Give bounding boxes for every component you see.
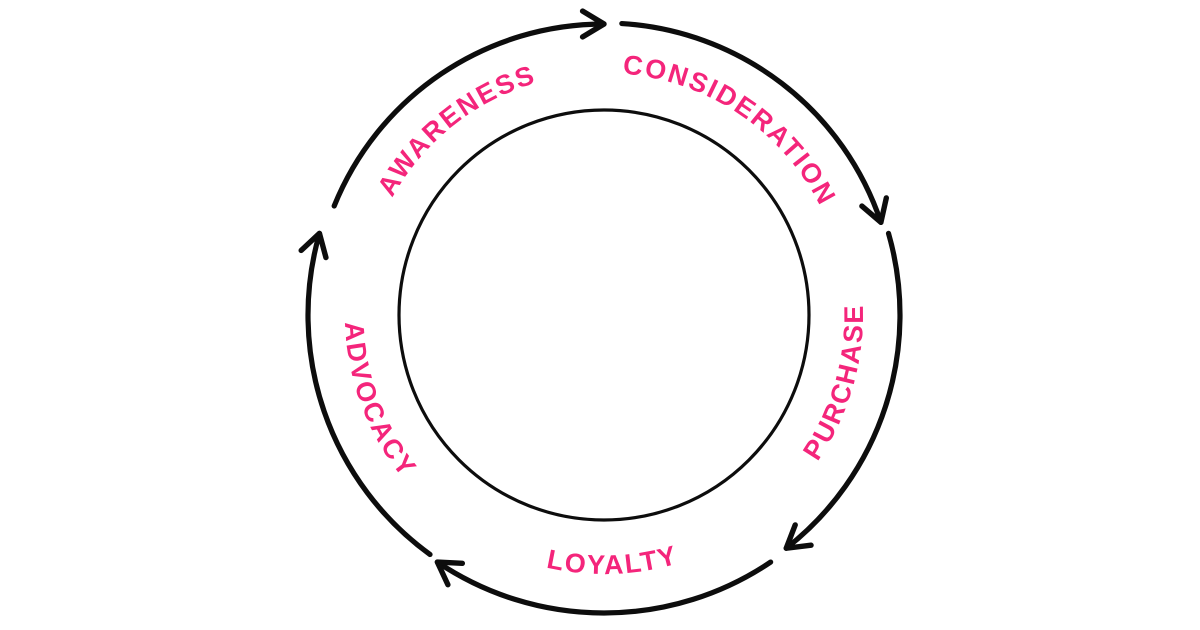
arrowhead-awareness-icon bbox=[579, 8, 607, 40]
stage-label-text-loyalty: LOYALTY bbox=[545, 540, 680, 581]
stage-label-text-advocacy: ADVOCACY bbox=[339, 321, 421, 483]
stage-label-consideration: CONSIDERATION bbox=[622, 50, 843, 211]
stage-arc-awareness bbox=[331, 21, 607, 209]
stage-arc-purchase bbox=[783, 230, 903, 551]
inner-circle bbox=[397, 108, 811, 522]
arrowhead-consideration-icon bbox=[859, 195, 890, 226]
arrowhead-advocacy-icon bbox=[298, 230, 329, 261]
stage-label-advocacy: ADVOCACY bbox=[339, 321, 423, 483]
stage-arc-consideration bbox=[619, 20, 884, 225]
arrowhead-purchase-icon bbox=[783, 522, 814, 551]
stage-label-loyalty: LOYALTY bbox=[545, 540, 682, 581]
arrowhead-loyalty-icon bbox=[434, 559, 466, 588]
stage-arc-loyalty bbox=[434, 559, 774, 616]
stage-arc-advocacy bbox=[305, 230, 433, 558]
stage-label-text-consideration: CONSIDERATION bbox=[622, 50, 841, 211]
